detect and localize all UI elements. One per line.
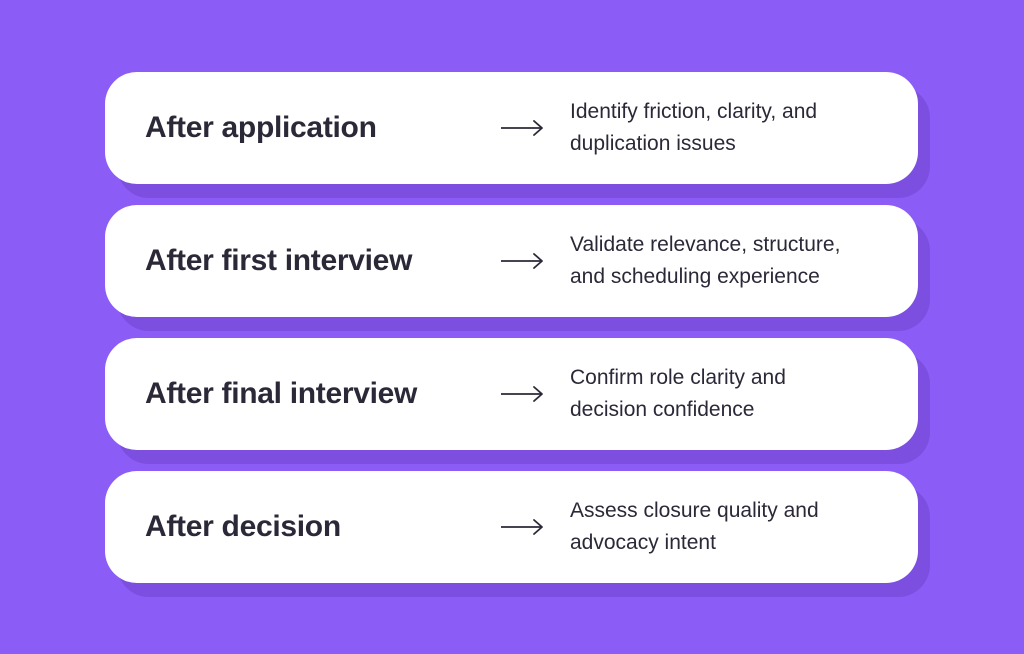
- description-line: and scheduling experience: [570, 265, 820, 288]
- card-after-application: After application Identify friction, cla…: [105, 72, 918, 184]
- arrow-right-icon: [500, 385, 570, 403]
- arrow-right-icon: [500, 518, 570, 536]
- description-line: duplication issues: [570, 132, 736, 155]
- card-title: After final interview: [145, 377, 418, 410]
- card-description: Validate relevance, structure, and sched…: [570, 229, 894, 293]
- card-description: Confirm role clarity and decision confid…: [570, 362, 894, 426]
- arrow-right-icon: [500, 252, 570, 270]
- card-description: Identify friction, clarity, and duplicat…: [570, 96, 894, 160]
- card-after-first-interview: After first interview Validate relevance…: [105, 205, 918, 317]
- card-description: Assess closure quality and advocacy inte…: [570, 495, 894, 559]
- card-after-final-interview: After final interview Confirm role clari…: [105, 338, 918, 450]
- description-line: Confirm role clarity and: [570, 366, 786, 389]
- description-line: decision confidence: [570, 398, 755, 421]
- timeline-cards: After application Identify friction, cla…: [105, 72, 918, 583]
- description-line: Identify friction, clarity, and: [570, 100, 818, 123]
- card-title: After first interview: [145, 244, 413, 277]
- card-after-decision: After decision Assess closure quality an…: [105, 471, 918, 583]
- description-line: Assess closure quality and: [570, 499, 819, 522]
- card-title: After decision: [145, 510, 341, 543]
- description-line: Validate relevance, structure,: [570, 233, 841, 256]
- description-line: advocacy intent: [570, 531, 716, 554]
- card-title: After application: [145, 111, 377, 144]
- arrow-right-icon: [500, 119, 570, 137]
